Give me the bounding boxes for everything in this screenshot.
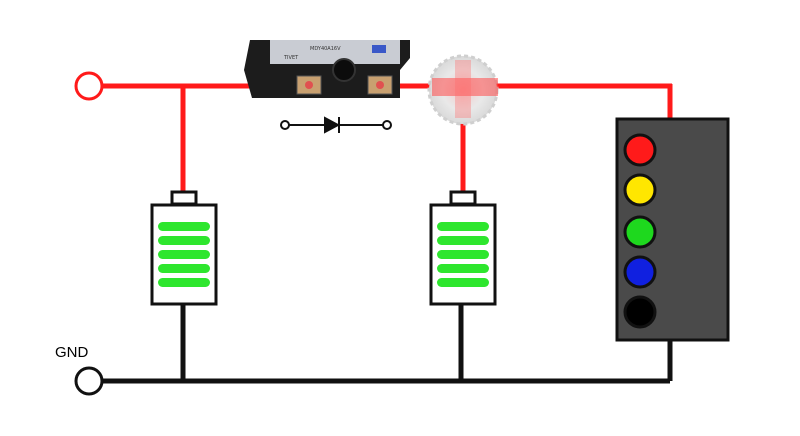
diode-symbol-triangle [324,116,341,134]
battery-2-cell [437,278,489,287]
battery-1-cell [158,222,210,231]
battery-2-cell [437,264,489,273]
positive-input-terminal [74,71,104,101]
diode-symbol [280,116,392,134]
battery-2 [429,190,497,306]
battery-1-cell [158,236,210,245]
battery-2-cell [437,236,489,245]
battery-1-cell [158,278,210,287]
module-screw-right [376,81,384,89]
battery-2-cell [437,250,489,259]
watermark-red-smear [432,78,498,96]
battery-2-cell [437,222,489,231]
diode-module: MDY40A16V TIVET [244,40,410,98]
module-logo-mark [372,45,386,53]
module-silkscreen-2: TIVET [283,55,299,61]
battery-2-cap [449,190,477,206]
battery-1-cell [158,264,210,273]
blurred-watermark-spot [427,54,499,126]
diode-symbol-anode-terminal [280,120,290,130]
ground-wires [103,304,673,384]
indicator-light-black [623,295,657,329]
indicator-light-yellow [623,173,657,207]
positive-wires [103,83,673,192]
module-silkscreen-1: MDY40A16V [310,46,341,52]
watermark-red-smear-vertical [455,60,471,118]
module-screw-left [305,81,313,89]
module-center-hole [332,58,356,82]
indicator-light-blue [623,255,657,289]
indicator-panel [615,117,730,342]
battery-1-cap [170,190,198,206]
battery-1-cell [158,250,210,259]
gnd-label: GND [55,344,89,361]
battery-1 [150,190,218,306]
diode-symbol-cathode-terminal [382,120,392,130]
indicator-light-green [623,215,657,249]
ground-terminal [74,366,104,396]
indicator-light-red [623,133,657,167]
